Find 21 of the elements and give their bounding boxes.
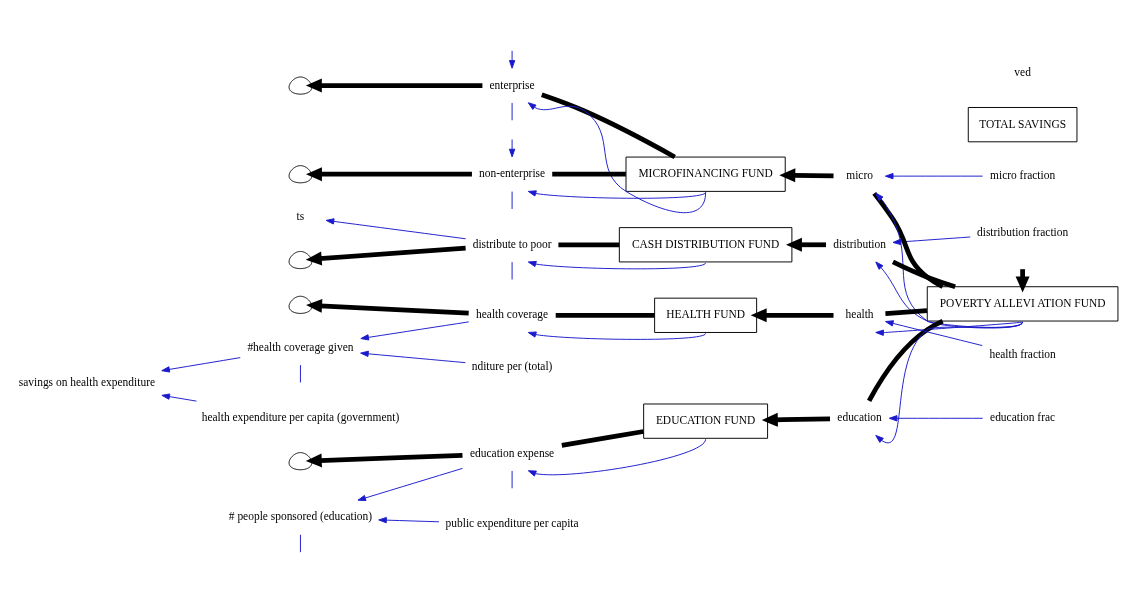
node-text: health [845,308,874,321]
node-text: education [837,411,882,424]
node-text: health fraction [989,348,1056,361]
node-text: # people sponsored (education) [228,510,373,523]
node-text: health expenditure per capita (government) [201,411,400,424]
node-text: distribution [833,237,886,250]
node-text: savings on health expenditure [18,375,156,388]
node-text: nditure per (total) [471,359,553,372]
node-text: public expenditure per capita [445,517,579,530]
node-text: education expense [470,446,555,459]
node-text: micro fraction [990,169,1056,182]
node-text: education frac [990,411,1056,424]
node-text: micro [846,169,873,182]
node-text: distribute to poor [472,237,552,250]
node-text: enterprise [489,78,535,91]
label: ved [1014,66,1031,79]
node-text: non-enterprise [479,167,546,180]
node-text: distribution fraction [977,226,1069,239]
node-text: health coverage [476,308,549,321]
node-text: ts [296,210,305,223]
node-text: #health coverage given [247,340,354,353]
